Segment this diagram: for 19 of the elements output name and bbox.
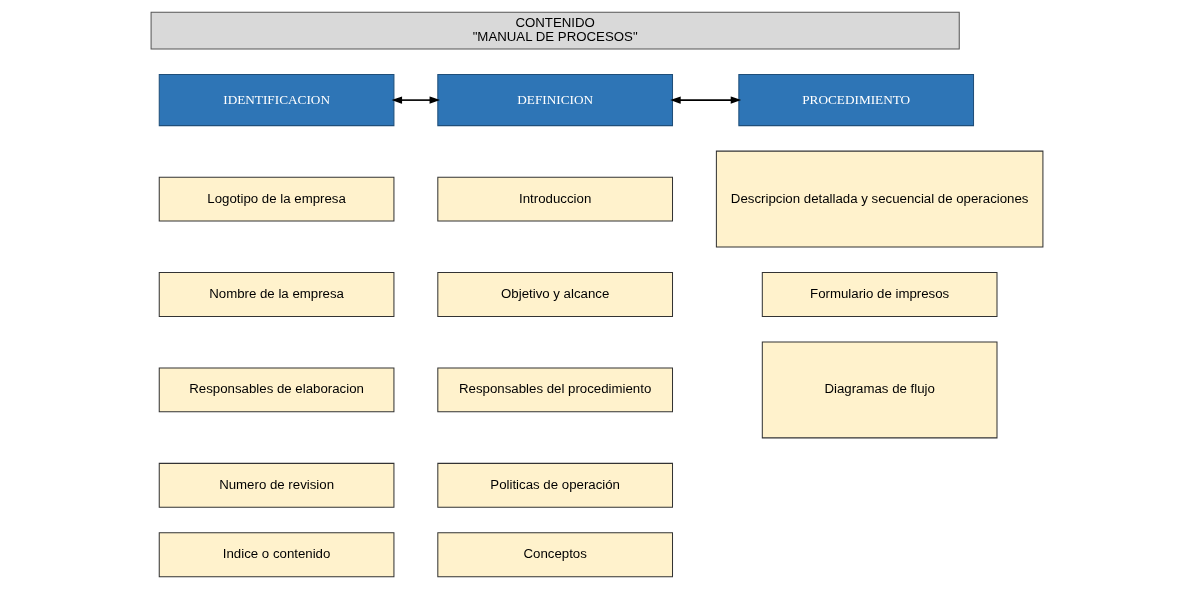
node-box: CONTENIDO "MANUAL DE PROCESOS" <box>150 11 960 50</box>
arrow <box>670 96 742 104</box>
node-box: Descripcion detallada y secuencial de operaciones <box>715 150 1044 248</box>
node-box: Responsables del procedimiento <box>437 367 673 413</box>
node-box: PROCEDIMIENTO <box>738 74 975 127</box>
node-box: Diagramas de flujo <box>761 341 998 439</box>
node-box: DEFINICION <box>437 74 673 127</box>
node-box: Responsables de elaboracion <box>158 367 395 413</box>
node-box: Logotipo de la empresa <box>158 176 395 222</box>
node-box: Politicas de operación <box>437 462 673 508</box>
node-box: Numero de revision <box>158 462 395 508</box>
node-box: Introduccion <box>437 176 673 222</box>
node-box: Objetivo y alcance <box>437 272 673 317</box>
node-box: Conceptos <box>437 532 673 578</box>
node-box: Formulario de impresos <box>761 272 998 317</box>
node-box: Nombre de la empresa <box>158 272 395 317</box>
node-box: Indice o contenido <box>158 532 395 578</box>
arrow <box>391 96 440 104</box>
node-box: IDENTIFICACION <box>158 74 395 127</box>
